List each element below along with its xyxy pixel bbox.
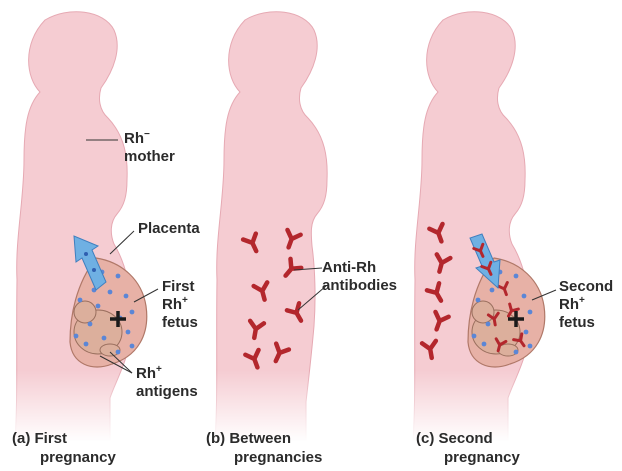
first-rh-positive-fetus-label: First Rh+ fetus bbox=[162, 278, 198, 332]
panel-between-pregnancies bbox=[210, 12, 345, 442]
placenta-label: Placenta bbox=[138, 220, 200, 238]
caption-first-pregnancy: (a) First pregnancy bbox=[12, 429, 116, 467]
anti-rh-antibodies-label: Anti-Rh antibodies bbox=[322, 259, 397, 295]
panel-second-pregnancy bbox=[408, 12, 556, 442]
caption-between-pregnancies: (b) Between pregnancies bbox=[206, 429, 322, 467]
caption-second-pregnancy: (c) Second pregnancy bbox=[416, 429, 520, 467]
rh-negative-mother-label: Rh− mother bbox=[124, 130, 175, 166]
second-rh-positive-fetus-label: Second Rh+ fetus bbox=[559, 278, 613, 332]
rh-positive-antigens-label: Rh+ antigens bbox=[136, 365, 198, 401]
